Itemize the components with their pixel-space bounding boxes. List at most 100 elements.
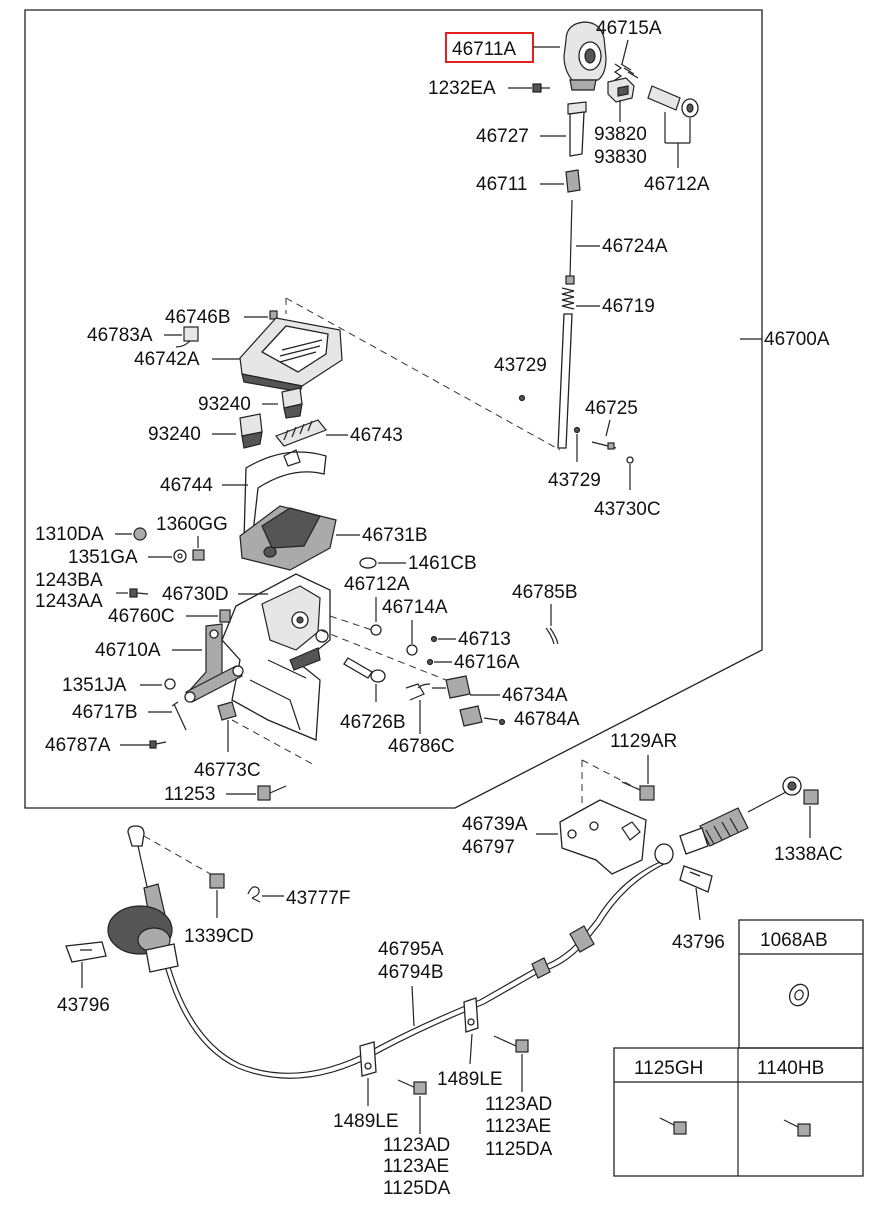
clip-43796-left (65, 941, 107, 963)
bulb-46783A (175, 326, 199, 348)
nut-1360GG (192, 549, 205, 561)
tube-46727 (567, 101, 587, 157)
label-46783A: 46783A (87, 325, 153, 346)
spring-46719 (561, 287, 575, 310)
label-93240-a: 93240 (198, 394, 251, 415)
housing-46731B (239, 505, 337, 571)
part-46712A-top (647, 85, 699, 118)
bolt-1243BA (129, 588, 149, 598)
label-46726B: 46726B (340, 712, 406, 733)
label-46734A: 46734A (502, 685, 568, 706)
label-46727: 46727 (476, 126, 529, 147)
label-46711: 46711 (476, 174, 527, 195)
cable-end-left (107, 825, 179, 973)
spring-46715A (613, 63, 639, 89)
label-11253: 11253 (164, 784, 215, 805)
label-1338AC: 1338AC (774, 844, 843, 865)
label-46746B: 46746B (165, 307, 231, 328)
label-46739A: 46739A (462, 814, 528, 835)
pin-46726B (343, 657, 386, 683)
switch-93240-a (281, 387, 303, 419)
bolt-1123AD-left (397, 1079, 427, 1095)
label-46797: 46797 (462, 837, 515, 858)
table-header-1068AB: 1068AB (760, 930, 828, 951)
bolt-1125GH-icon (659, 1117, 687, 1135)
table-header-1125GH: 1125GH (634, 1058, 703, 1079)
bushing-46773C (217, 701, 237, 721)
label-46714A: 46714A (382, 597, 448, 618)
label-43730C: 43730C (594, 499, 661, 520)
label-46794B: 46794B (378, 962, 444, 983)
label-46712A-mid: 46712A (344, 574, 410, 595)
label-46744: 46744 (160, 475, 213, 496)
button-93820 (607, 77, 635, 103)
solenoid-46734A (405, 675, 471, 701)
label-46713: 46713 (458, 629, 511, 650)
clip-46785B (545, 627, 559, 645)
pin-46717B (171, 701, 187, 731)
screw-1232EA (532, 83, 550, 93)
assembly-frame (24, 9, 763, 809)
label-93240-b: 93240 (148, 424, 201, 445)
label-46710A: 46710A (95, 640, 161, 661)
label-1243AA: 1243AA (35, 591, 103, 612)
label-1339CD: 1339CD (184, 926, 254, 947)
bolt-1140HB-icon (783, 1119, 811, 1137)
label-43729-a: 43729 (494, 355, 547, 376)
label-46773C: 46773C (194, 760, 261, 781)
clip-43796-right (679, 865, 713, 893)
label-46712A-top: 46712A (644, 174, 710, 195)
indicator-46742A (239, 317, 343, 393)
connector-46784A (459, 705, 483, 727)
label-46795A: 46795A (378, 939, 444, 960)
label-93820: 93820 (594, 124, 647, 145)
label-46786C: 46786C (388, 736, 455, 757)
bolt-1123AD-right (493, 1035, 529, 1053)
label-46742A: 46742A (134, 349, 200, 370)
label-46700A: 46700A (764, 329, 830, 350)
label-1232EA: 1232EA (428, 78, 496, 99)
label-1489LE-left: 1489LE (333, 1111, 399, 1132)
washer-1068AB-icon (788, 983, 810, 1007)
label-1461CB: 1461CB (408, 553, 477, 574)
label-43777F: 43777F (286, 888, 350, 909)
label-1243BA: 1243BA (35, 570, 103, 591)
label-1125DA-right: 1125DA (485, 1139, 553, 1160)
label-46785B: 46785B (512, 582, 578, 603)
slide-cover-46744 (243, 449, 327, 543)
label-46724A: 46724A (602, 236, 668, 257)
label-46716A: 46716A (454, 652, 520, 673)
part-46711 (565, 169, 581, 193)
screw-46787A (149, 740, 167, 749)
parts-table (613, 919, 864, 1177)
label-46730D: 46730D (162, 584, 229, 605)
label-1123AE-left: 1123AE (383, 1156, 449, 1177)
label-43796-left: 43796 (57, 995, 110, 1016)
label-1351GA: 1351GA (68, 547, 138, 568)
base-46730D (221, 573, 331, 741)
label-1310DA: 1310DA (35, 524, 104, 545)
label-1123AE-right: 1123AE (485, 1116, 551, 1137)
label-46725: 46725 (585, 398, 638, 419)
shift-knob (563, 21, 607, 91)
label-46731B: 46731B (362, 525, 428, 546)
shift-rod (557, 313, 573, 449)
label-46711A[interactable]: 46711A (452, 39, 516, 60)
label-1351JA: 1351JA (62, 675, 127, 696)
clamp-1489LE-left (359, 1041, 377, 1077)
cable-end-right (654, 776, 802, 865)
bolt-11253 (257, 785, 287, 801)
nut-1339CD (209, 873, 225, 889)
label-1123AD-right: 1123AD (485, 1094, 552, 1115)
label-1129AR: 1129AR (610, 731, 677, 752)
label-1123AD-left: 1123AD (383, 1135, 450, 1156)
label-1360GG: 1360GG (156, 514, 228, 535)
nut-1338AC (803, 789, 819, 805)
label-46743: 46743 (350, 425, 403, 446)
label-93830: 93830 (594, 147, 647, 168)
switch-93240-b (239, 413, 263, 449)
clip-43777F (247, 886, 261, 903)
bracket-46739A (559, 799, 647, 875)
label-43729-b: 43729 (548, 470, 601, 491)
